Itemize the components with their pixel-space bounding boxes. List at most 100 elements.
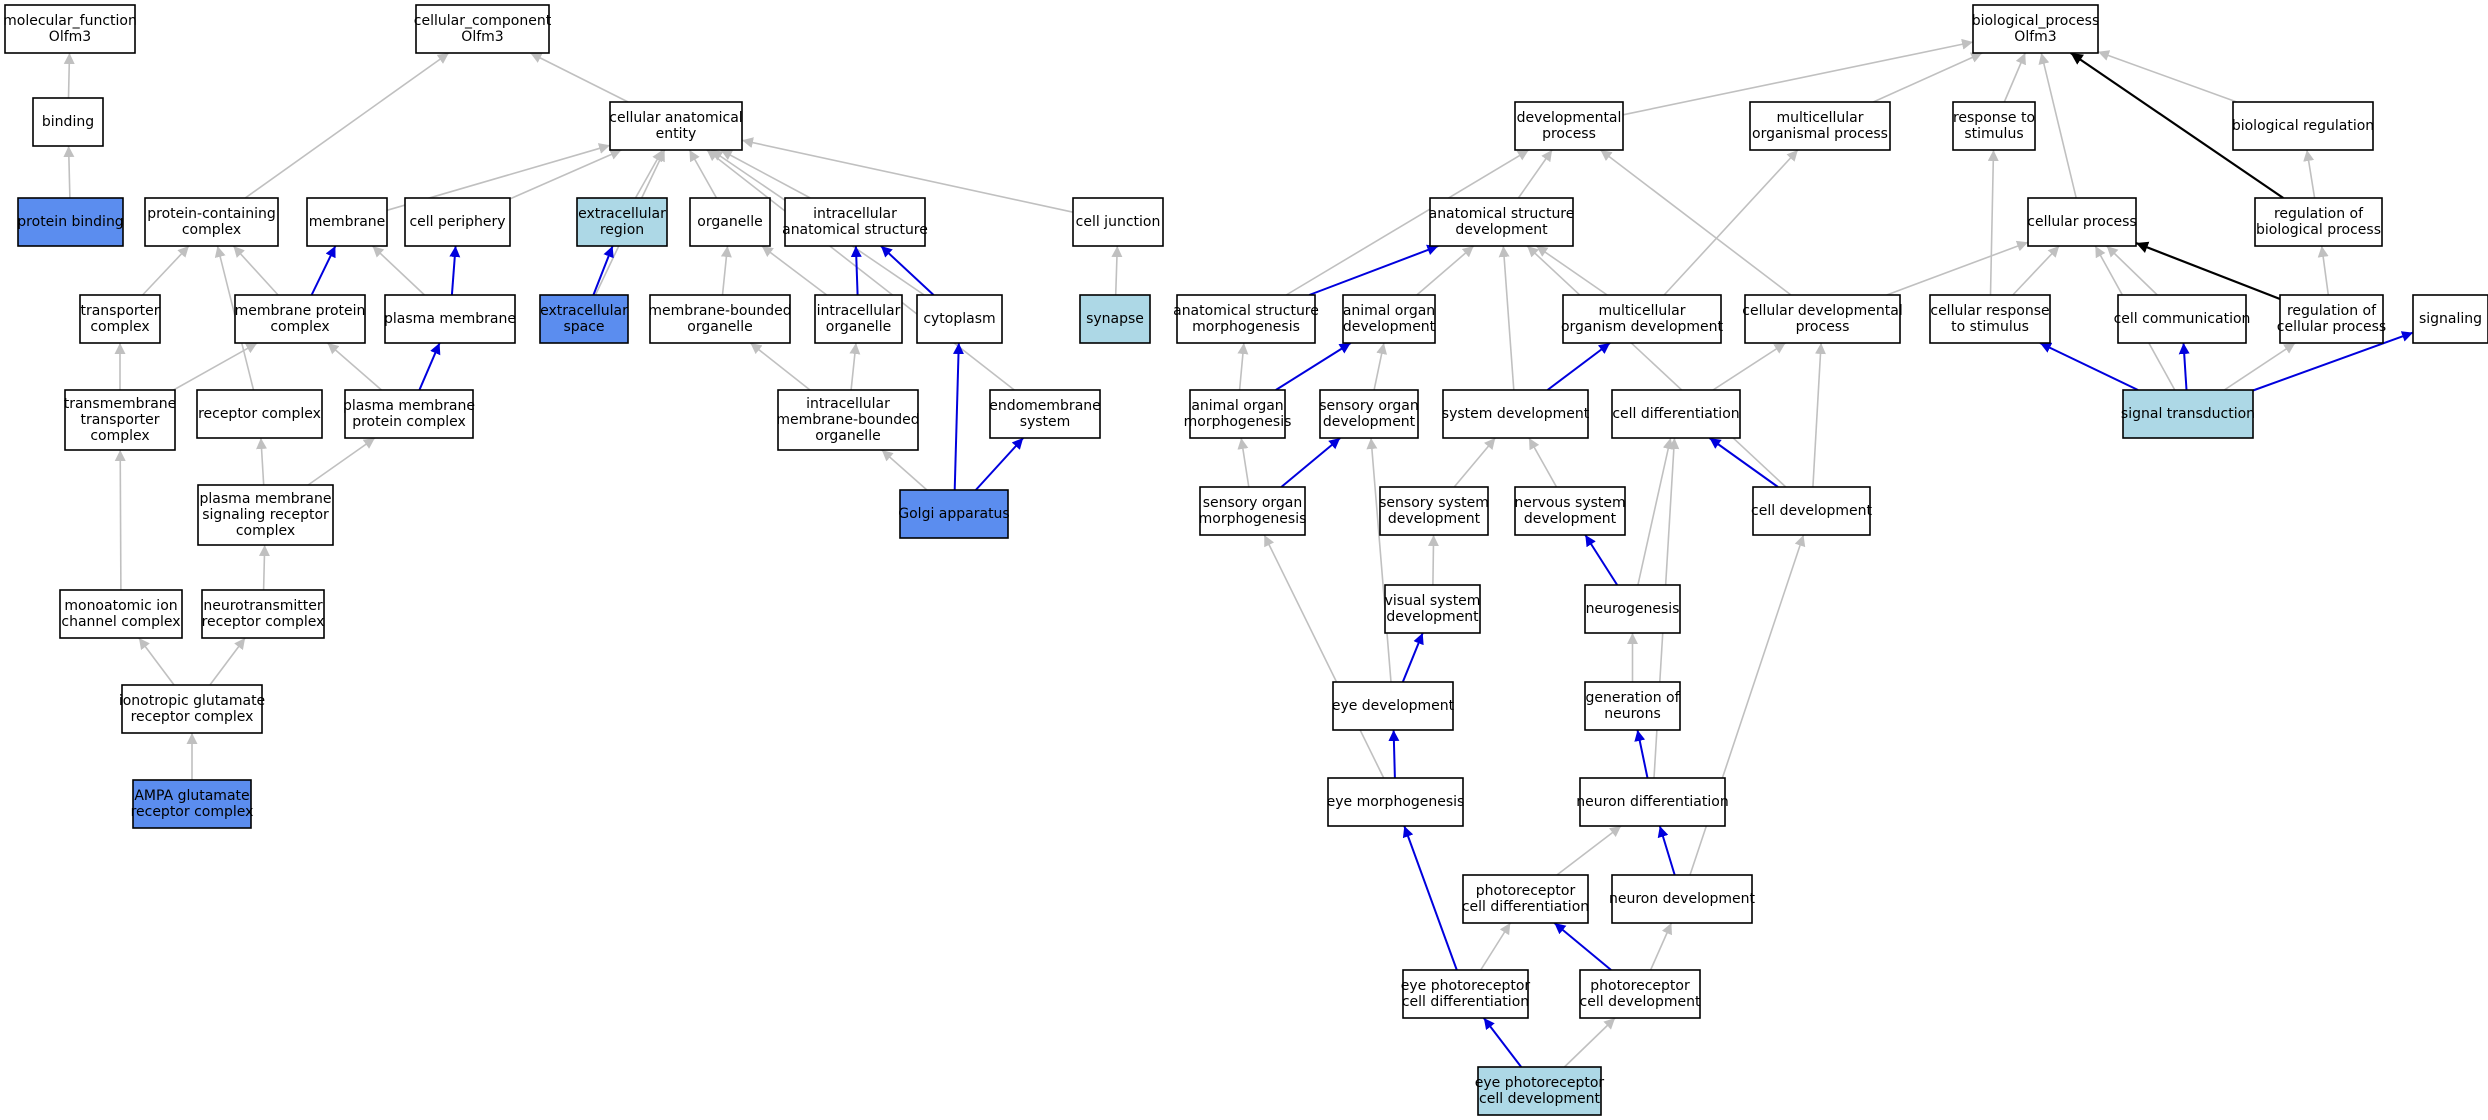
node-cell-periphery[interactable]: cell periphery xyxy=(404,197,511,247)
node-cell-process[interactable]: cellular process xyxy=(2027,197,2137,247)
node-eye-dev[interactable]: eye development xyxy=(1332,681,1455,731)
node-neurogenesis[interactable]: neurogenesis xyxy=(1584,584,1681,634)
node-cell-diff[interactable]: cell differentiation xyxy=(1611,389,1741,439)
node-box xyxy=(1584,681,1681,731)
node-neuron-dev[interactable]: neuron development xyxy=(1609,874,1756,924)
edge-line xyxy=(1872,52,1983,103)
edge-line xyxy=(2252,331,2414,392)
node-label: neurotransmitter xyxy=(203,598,322,614)
edge-line xyxy=(1285,149,1530,296)
node-cytoplasm[interactable]: cytoplasm xyxy=(916,294,1003,344)
edge-golgi-to-imbo xyxy=(881,449,928,491)
node-label: organism development xyxy=(1561,319,1724,335)
node-signaling[interactable]: signaling xyxy=(2412,294,2488,344)
edge-line xyxy=(761,245,828,296)
node-neuron-diff[interactable]: neuron differentiation xyxy=(1576,777,1729,827)
node-binding[interactable]: binding xyxy=(32,97,104,147)
node-box xyxy=(1972,4,2099,54)
node-cell-comm[interactable]: cell communication xyxy=(2114,294,2251,344)
node-cell-dev[interactable]: cell development xyxy=(1751,486,1872,536)
node-label: receptor complex xyxy=(198,406,321,422)
node-box xyxy=(2122,389,2254,439)
edge-ssd-to-sys_dev xyxy=(1453,437,1496,488)
edge-line xyxy=(706,149,1015,391)
node-label: intracellular xyxy=(806,396,890,412)
edge-line xyxy=(244,52,450,199)
edge-bio_reg-to-bp xyxy=(2097,50,2238,103)
node-sys-dev[interactable]: system development xyxy=(1442,389,1590,439)
edge-cytoplasm-to-ias xyxy=(880,245,935,296)
node-synapse[interactable]: synapse xyxy=(1079,294,1151,344)
edge-sig_trans-to-cell_comm xyxy=(2178,342,2190,391)
edge-mod-to-asd xyxy=(1535,245,1608,296)
node-box xyxy=(196,389,323,439)
node-sig-trans[interactable]: signal transduction xyxy=(2121,389,2255,439)
edge-line xyxy=(1526,245,1787,488)
node-protein-binding[interactable]: protein binding xyxy=(17,197,124,247)
node-golgi[interactable]: Golgi apparatus xyxy=(898,489,1010,539)
edge-epcdev-to-epcd xyxy=(1483,1017,1522,1068)
node-box xyxy=(576,197,668,247)
node-label: Golgi apparatus xyxy=(898,506,1009,522)
node-membrane[interactable]: membrane xyxy=(306,197,388,247)
node-bio-reg[interactable]: biological regulation xyxy=(2232,101,2374,151)
node-box xyxy=(384,294,516,344)
edge-line xyxy=(688,149,718,199)
node-label: multicellular xyxy=(1777,110,1864,126)
node-organelle[interactable]: organelle xyxy=(689,197,771,247)
node-receptor-complex[interactable]: receptor complex xyxy=(196,389,323,439)
node-label: development xyxy=(1343,319,1436,335)
edge-rcp-to-cell_process xyxy=(2135,241,2281,301)
node-label: Olfm3 xyxy=(49,29,91,45)
edge-line xyxy=(138,637,175,686)
node-plasma-membrane[interactable]: plasma membrane xyxy=(384,294,516,344)
node-box xyxy=(1332,681,1454,731)
node-eye-morph[interactable]: eye morphogenesis xyxy=(1327,777,1465,827)
node-box xyxy=(689,197,771,247)
node-cell-junction[interactable]: cell junction xyxy=(1072,197,1164,247)
